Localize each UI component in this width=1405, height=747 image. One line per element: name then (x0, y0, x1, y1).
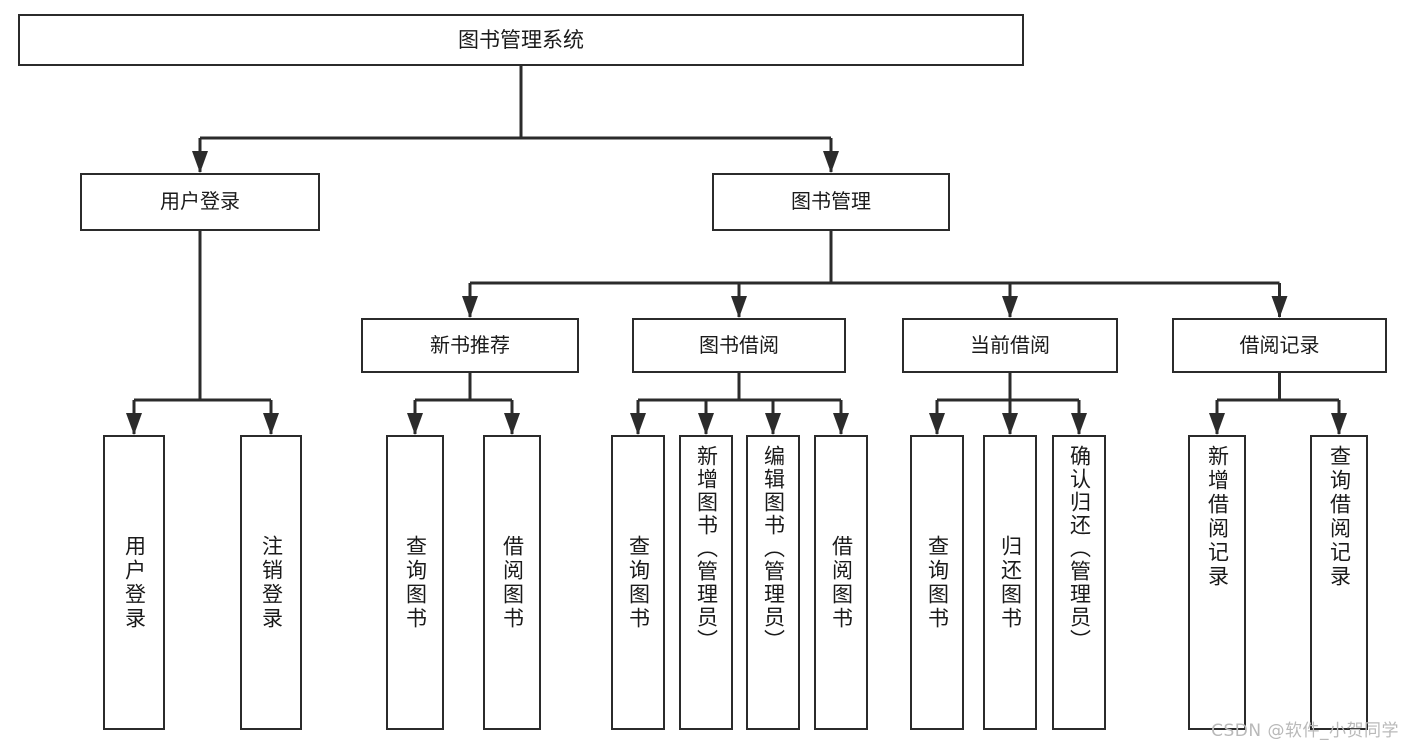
node-leaf-query-book-rec[interactable]: 查询图书 (386, 435, 444, 730)
node-leaf-borrow-book-rec[interactable]: 借阅图书 (483, 435, 541, 730)
node-leaf-query-record[interactable]: 查询借阅记录 (1310, 435, 1368, 730)
node-leaf-user-login[interactable]: 用户登录 (103, 435, 165, 730)
node-label: 图书管理 (791, 189, 871, 214)
node-leaf-user-logout[interactable]: 注销登录 (240, 435, 302, 730)
node-book-manage[interactable]: 图书管理 (712, 173, 950, 231)
node-current-borrow[interactable]: 当前借阅 (902, 318, 1118, 373)
node-label: 用户登录 (122, 534, 147, 631)
node-label: 当前借阅 (970, 332, 1050, 357)
node-label: 编辑图书（管理员） (761, 445, 786, 652)
node-label: 确认归还（管理员） (1067, 445, 1092, 652)
node-leaf-return-book[interactable]: 归还图书 (983, 435, 1037, 730)
node-leaf-query-book-borrow[interactable]: 查询图书 (611, 435, 665, 730)
node-leaf-add-record[interactable]: 新增借阅记录 (1188, 435, 1246, 730)
node-leaf-confirm-return[interactable]: 确认归还（管理员） (1052, 435, 1106, 730)
node-leaf-borrow-book[interactable]: 借阅图书 (814, 435, 868, 730)
node-label: 借阅记录 (1239, 332, 1320, 357)
node-label: 借阅图书 (829, 534, 854, 631)
node-leaf-add-book[interactable]: 新增图书（管理员） (679, 435, 733, 730)
node-book-borrow[interactable]: 图书借阅 (632, 318, 846, 373)
node-user-login[interactable]: 用户登录 (80, 173, 320, 231)
node-label: 查询图书 (626, 534, 651, 631)
node-label: 新增图书（管理员） (694, 445, 719, 652)
node-label: 图书管理系统 (458, 27, 584, 52)
node-label: 图书借阅 (699, 332, 779, 357)
node-label: 用户登录 (160, 189, 240, 214)
node-leaf-edit-book[interactable]: 编辑图书（管理员） (746, 435, 800, 730)
node-label: 新书推荐 (430, 332, 510, 357)
node-label: 借阅图书 (500, 534, 525, 631)
node-label: 注销登录 (259, 534, 284, 631)
node-label: 查询借阅记录 (1327, 445, 1352, 589)
node-label: 新增借阅记录 (1205, 445, 1230, 589)
node-root[interactable]: 图书管理系统 (18, 14, 1024, 66)
node-new-book-rec[interactable]: 新书推荐 (361, 318, 579, 373)
node-label: 查询图书 (925, 534, 950, 631)
node-label: 归还图书 (998, 534, 1023, 631)
csdn-watermark: CSDN @软件_小贺同学 (1211, 721, 1399, 741)
node-leaf-query-book-cur[interactable]: 查询图书 (910, 435, 964, 730)
node-borrow-record[interactable]: 借阅记录 (1172, 318, 1387, 373)
node-label: 查询图书 (403, 534, 428, 631)
